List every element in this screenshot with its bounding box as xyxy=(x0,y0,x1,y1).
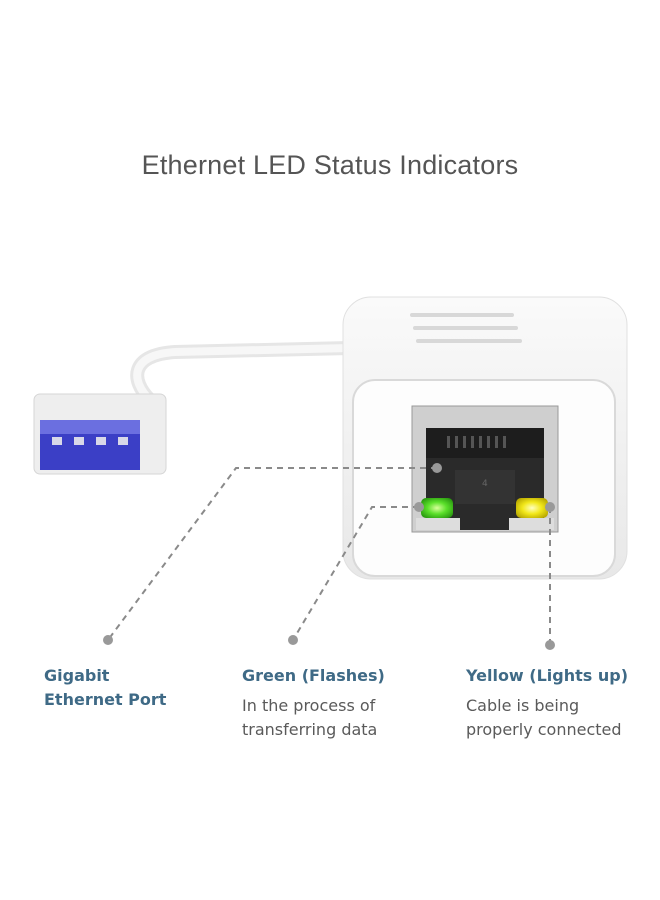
callout-dot-yellow xyxy=(545,502,555,512)
desc-line: transferring data xyxy=(242,720,378,739)
callout-yellow-label: Yellow (Lights up) xyxy=(466,666,629,685)
callout-line-green xyxy=(292,506,419,641)
callout-dot-port xyxy=(432,463,442,473)
callout-green-label: Green (Flashes) xyxy=(242,666,385,685)
callout-dot-green xyxy=(414,502,424,512)
green-led-icon xyxy=(421,498,453,518)
usb-plug xyxy=(33,393,167,475)
port-number: 4 xyxy=(482,479,488,489)
label-line: Ethernet Port xyxy=(44,690,167,709)
desc-line: properly connected xyxy=(466,720,622,739)
page-title: Ethernet LED Status Indicators xyxy=(141,150,519,180)
callout-green-desc: In the process of transferring data xyxy=(242,694,377,742)
label-line: Gigabit xyxy=(44,666,110,685)
callout-yellow-desc: Cable is being properly connected xyxy=(466,694,622,742)
rj45-port: 4 xyxy=(411,405,559,533)
yellow-led-icon xyxy=(516,498,548,518)
callout-port-label: Gigabit Ethernet Port xyxy=(44,664,166,712)
callout-line-port xyxy=(107,467,437,641)
desc-line: Cable is being xyxy=(466,696,580,715)
desc-line: In the process of xyxy=(242,696,376,715)
